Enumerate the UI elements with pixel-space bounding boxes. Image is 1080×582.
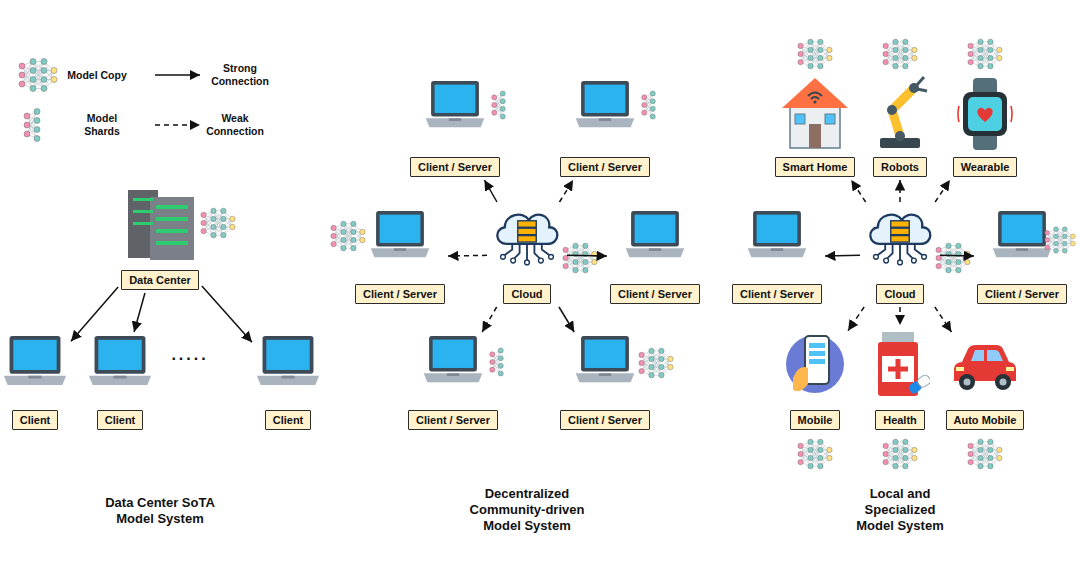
node-box: Wearable xyxy=(953,78,1018,177)
node-box: Mobile xyxy=(785,328,845,430)
node-box: Client xyxy=(255,335,321,430)
node-label: Wearable xyxy=(953,157,1018,177)
node-label: Data Center xyxy=(121,270,199,290)
legend-text: Weak Connection xyxy=(202,112,268,138)
node-label: Client / Server xyxy=(977,284,1067,304)
cloud-icons xyxy=(497,215,930,265)
weak-connection xyxy=(559,180,573,202)
strong-connection xyxy=(71,287,118,341)
strong-connection xyxy=(567,255,607,257)
strong-connection xyxy=(940,255,974,257)
node-label: Client xyxy=(97,410,144,430)
legend-text: Model Copy xyxy=(64,69,130,82)
weak-connection xyxy=(448,255,487,257)
node-label: Client / Server xyxy=(355,284,445,304)
node-box: Cloud xyxy=(490,205,564,304)
weak-connection xyxy=(935,180,950,202)
strong-connection xyxy=(559,307,574,332)
model-icons xyxy=(331,39,1075,469)
section-title: Local and Specialized Model System xyxy=(850,486,950,534)
section-title: Data Center SoTA Model System xyxy=(90,495,230,527)
node-box: Cloud xyxy=(863,205,937,304)
node-box: Client xyxy=(2,335,68,430)
node-box: Client / Server xyxy=(355,210,445,304)
node-label: Mobile xyxy=(790,410,841,430)
weak-connection xyxy=(851,180,865,202)
node-box: Data Center xyxy=(121,188,199,290)
node-label: Client / Server xyxy=(610,284,700,304)
legend-text: Model Shards xyxy=(69,112,135,138)
weak-arrow-sample xyxy=(155,124,200,126)
node-box: Smart Home xyxy=(775,72,856,177)
node-box: Client xyxy=(87,335,153,430)
node-box: Client / Server xyxy=(408,335,498,430)
device-icons xyxy=(782,77,1016,396)
weak-connection xyxy=(482,307,496,332)
node-label: Cloud xyxy=(503,284,550,304)
node-label: Client xyxy=(265,410,312,430)
node-box: Client / Server xyxy=(610,210,700,304)
section-title: Decentralized Community-driven Model Sys… xyxy=(465,486,590,534)
node-label: Smart Home xyxy=(775,157,856,177)
strong-connection xyxy=(202,286,252,342)
node-box: Client / Server xyxy=(732,210,822,304)
model-copy-icon xyxy=(201,208,235,238)
node-box: Health xyxy=(870,328,930,430)
node-box: Client / Server xyxy=(560,80,650,177)
model-copy-icon xyxy=(19,59,57,92)
weak-connection xyxy=(899,180,901,202)
node-label: Client / Server xyxy=(560,410,650,430)
node-box: Client / Server xyxy=(560,335,650,430)
node-label: Client xyxy=(12,410,59,430)
weak-connection xyxy=(899,307,901,325)
ellipsis: ..... xyxy=(155,346,225,364)
node-box: Robots xyxy=(870,72,930,177)
node-label: Auto Mobile xyxy=(946,410,1025,430)
strong-connection xyxy=(134,293,145,332)
node-label: Client / Server xyxy=(560,157,650,177)
legend-text: Strong Connection xyxy=(207,62,273,88)
weak-connection xyxy=(935,307,952,332)
node-label: Client / Server xyxy=(408,410,498,430)
node-box: Auto Mobile xyxy=(946,335,1025,430)
strong-connection xyxy=(484,180,497,202)
node-label: Client / Server xyxy=(732,284,822,304)
node-box: Client / Server xyxy=(977,210,1067,304)
node-box: Client / Server xyxy=(410,80,500,177)
strong-arrow-sample xyxy=(155,74,200,76)
server-rack xyxy=(128,190,194,260)
weak-connection xyxy=(848,307,864,331)
model-shards-icon xyxy=(24,109,40,142)
node-label: Client / Server xyxy=(410,157,500,177)
node-label: Health xyxy=(875,410,925,430)
node-label: Cloud xyxy=(876,284,923,304)
strong-connection xyxy=(825,255,860,257)
node-label: Robots xyxy=(873,157,927,177)
